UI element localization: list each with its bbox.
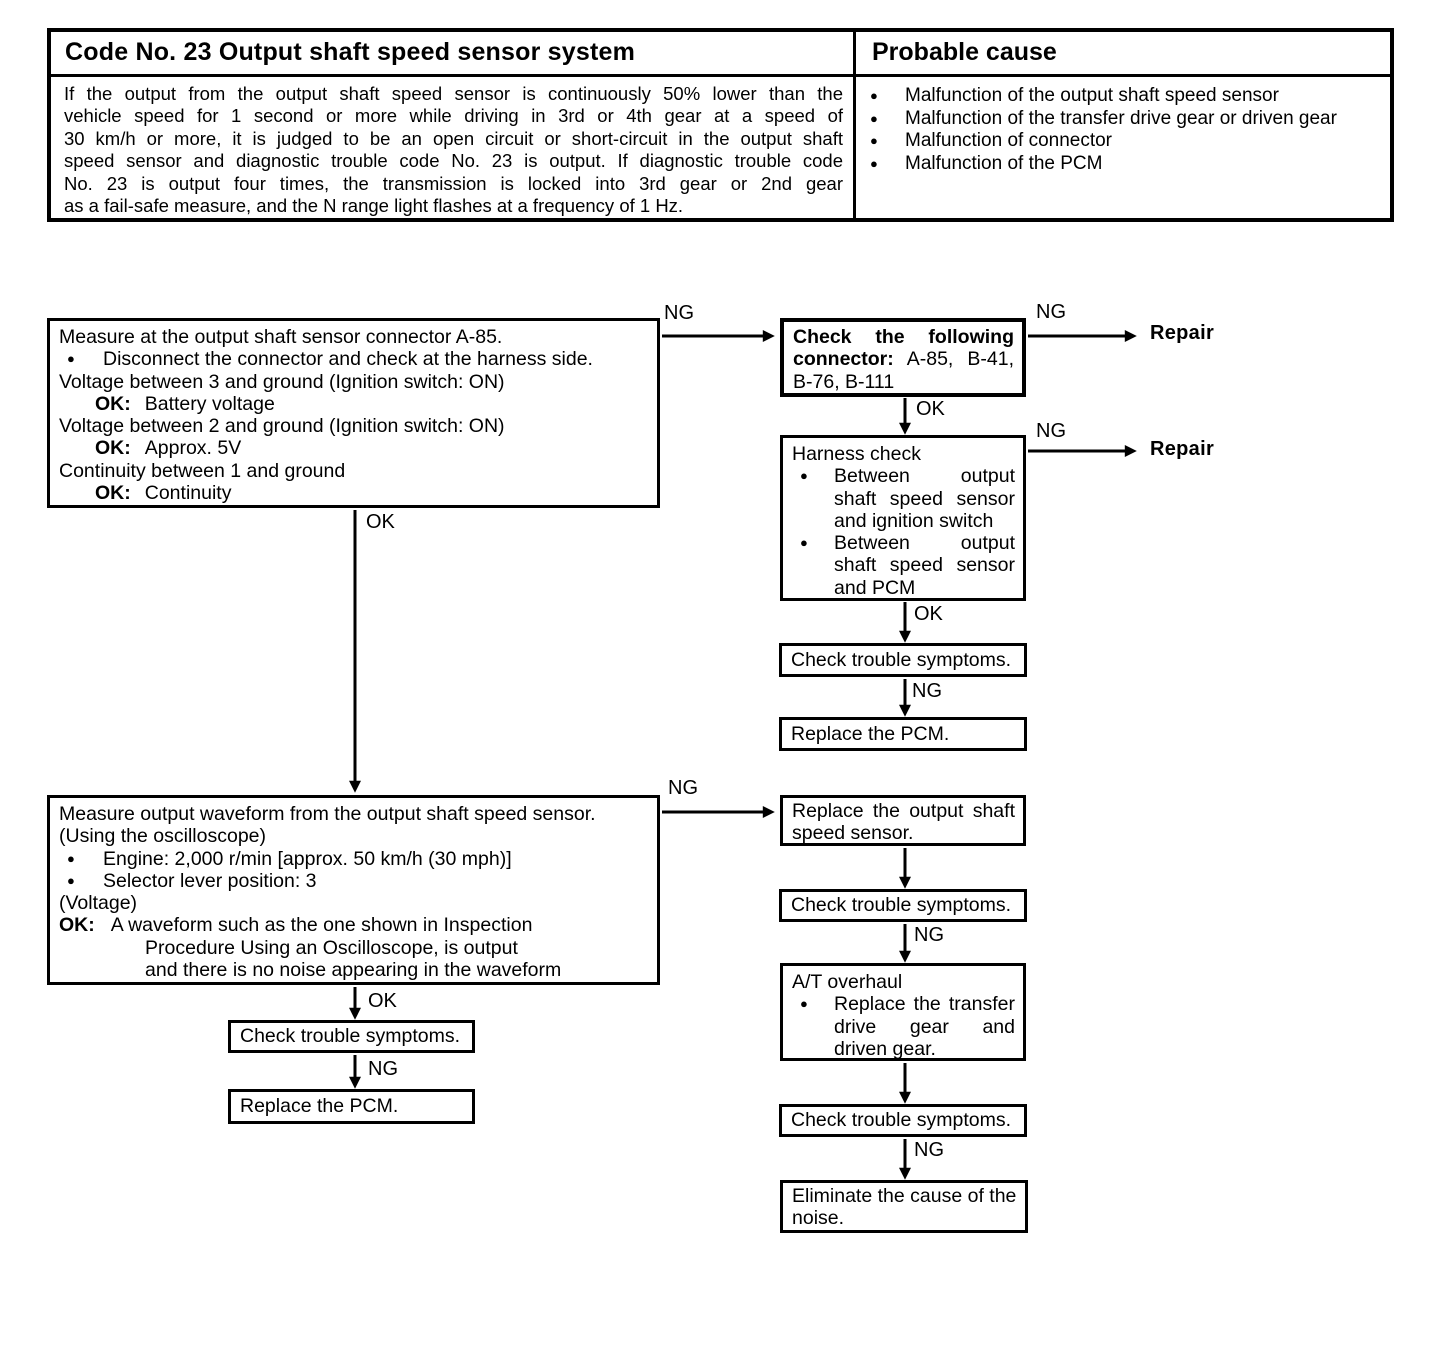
bullet-icon: ●	[67, 351, 75, 367]
flow-box-at-overhaul: A/T overhaul ● Replace the transfer driv…	[780, 963, 1026, 1061]
check-ok-line: OK:Battery voltage	[95, 392, 275, 415]
bullet-icon: ●	[800, 468, 808, 484]
flow-box-replace-pcm-1: Replace the PCM.	[779, 717, 1027, 751]
box-title: Measure at the output shaft sensor conne…	[59, 326, 503, 348]
edge-label-ng: NG	[914, 1139, 944, 1161]
check-ok-line: OK:Approx. 5V	[95, 437, 242, 460]
box-title: Harness check	[792, 443, 921, 465]
description-line: No. 23 is output four times, the transmi…	[64, 172, 843, 194]
code-header-table: Code No. 23 Output shaft speed sensor sy…	[47, 28, 1394, 222]
box-title: Measure output waveform from the output …	[59, 803, 596, 825]
bullet-icon: ●	[870, 110, 878, 126]
bullet-icon: ●	[870, 88, 878, 103]
description-line: vehicle speed for 1 second or more while…	[64, 105, 843, 127]
flow-box-check-trouble-symptoms-2: Check trouble symptoms.	[779, 889, 1027, 922]
bullet-icon: ●	[870, 133, 878, 148]
ok-continuation-line: Procedure Using an Oscilloscope, is outp…	[145, 936, 518, 959]
edge-label-ng: NG	[664, 302, 694, 324]
cause-item: ● Malfunction of connector	[856, 130, 1382, 153]
table-column-divider	[853, 32, 856, 218]
table-header-divider	[51, 74, 1390, 77]
flow-box-measure-connector: Measure at the output shaft sensor conne…	[47, 318, 660, 508]
box-subtitle: (Using the oscilloscope)	[59, 825, 267, 848]
code-description: If the output from the output shaft spee…	[51, 77, 853, 218]
box-bullet-item: ● Selector lever position: 3	[59, 870, 649, 892]
edge-label-ng: NG	[668, 777, 698, 799]
flow-box-check-trouble-symptoms-4: Check trouble symptoms.	[228, 1020, 475, 1053]
flow-box-harness-check: Harness check ● Between output shaft spe…	[780, 435, 1026, 601]
ok-label: OK:	[95, 437, 131, 460]
probable-cause-title: Probable cause	[872, 38, 1057, 66]
check-condition: Voltage between 3 and ground (Ignition s…	[59, 370, 505, 393]
ok-continuation-line: and there is no noise appearing in the w…	[145, 959, 562, 982]
voltage-note: (Voltage)	[59, 892, 138, 915]
terminal-label-repair: Repair	[1150, 322, 1215, 344]
probable-cause-list: ● Malfunction of the output shaft speed …	[856, 77, 1390, 218]
description-line: as a fail-safe measure, and the N range …	[64, 195, 684, 217]
bullet-icon: ●	[67, 872, 75, 888]
edge-label-ng: NG	[1036, 301, 1066, 323]
check-ok-line: OK:Continuity	[95, 482, 232, 505]
edge-label-ng: NG	[368, 1058, 398, 1080]
cause-item: ● Malfunction of the transfer drive gear…	[856, 108, 1382, 131]
ok-label: OK:	[59, 914, 95, 937]
check-condition: Voltage between 2 and ground (Ignition s…	[59, 415, 505, 438]
cause-item: ● Malfunction of the output shaft speed …	[856, 85, 1382, 108]
flow-box-replace-sensor: Replace the output shaft speed sensor.	[780, 795, 1026, 846]
bullet-icon: ●	[800, 535, 808, 551]
description-line: If the output from the output shaft spee…	[64, 83, 843, 104]
flow-box-eliminate-noise: Eliminate the cause of the noise.	[780, 1180, 1028, 1233]
box-bullet-item: ● Disconnect the connector and check at …	[59, 348, 649, 370]
box-bullet-item: ● Between output shaft speed sensor and …	[792, 465, 1015, 532]
edge-label-ng: NG	[912, 680, 942, 702]
edge-label-ok: OK	[366, 511, 395, 533]
check-condition: Continuity between 1 and ground	[59, 459, 346, 482]
box-title: A/T overhaul	[792, 971, 903, 993]
flow-box-check-trouble-symptoms-3: Check trouble symptoms.	[779, 1104, 1027, 1137]
flow-box-replace-pcm-2: Replace the PCM.	[228, 1089, 475, 1124]
cause-item: ● Malfunction of the PCM	[856, 153, 1382, 176]
description-line: 30 km/h or more, it is judged to be an o…	[64, 127, 843, 149]
ok-label: OK:	[95, 392, 131, 415]
bullet-icon: ●	[800, 996, 808, 1012]
flow-box-measure-waveform: Measure output waveform from the output …	[47, 795, 660, 985]
edge-label-ok: OK	[368, 990, 397, 1012]
box-bullet-item: ● Engine: 2,000 r/min [approx. 50 km/h (…	[59, 848, 649, 870]
code-title: Code No. 23 Output shaft speed sensor sy…	[65, 38, 636, 66]
box-bullet-item: ● Replace the transfer drive gear and dr…	[792, 993, 1015, 1060]
flow-box-check-trouble-symptoms-1: Check trouble symptoms.	[779, 643, 1027, 677]
bullet-icon: ●	[870, 155, 878, 171]
edge-label-ng: NG	[1036, 420, 1066, 442]
box-bullet-item: ● Between output shaft speed sensor and …	[792, 532, 1015, 599]
check-ok-line: OK:A waveform such as the one shown in I…	[59, 914, 533, 937]
edge-label-ng: NG	[914, 924, 944, 946]
box-title-bold: Check the following connector:	[793, 326, 1014, 371]
edge-label-ok: OK	[914, 603, 943, 625]
connector-values: A-85, B-41, B-76, B-111	[793, 348, 1014, 393]
ok-label: OK:	[95, 482, 131, 505]
edge-label-ok: OK	[916, 398, 945, 420]
flow-box-check-connector: Check the following connector: A-85, B-4…	[780, 318, 1026, 397]
description-line: speed sensor and diagnostic trouble code…	[64, 150, 843, 172]
terminal-label-repair: Repair	[1150, 438, 1215, 460]
bullet-icon: ●	[67, 850, 75, 866]
